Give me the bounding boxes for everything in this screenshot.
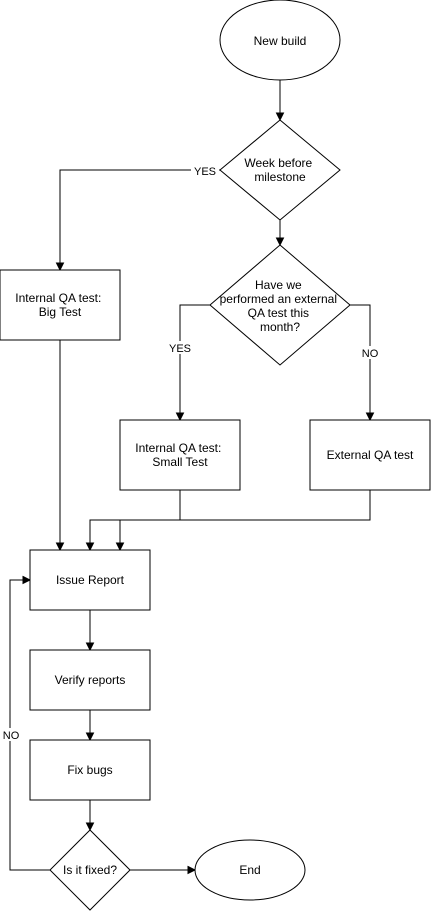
node-fix-bugs-label: Fix bugs <box>67 763 112 777</box>
node-week-before-milestone-line-1: Week before <box>244 156 312 170</box>
node-internal-small-test-line-1: Internal QA test: <box>135 441 221 455</box>
node-week-before-milestone-line-2: milestone <box>254 170 306 184</box>
edge-week-yes-to-big <box>59 169 220 264</box>
node-end: End <box>194 839 306 901</box>
arrowhead-week-yes-to-big <box>55 262 65 272</box>
node-verify-reports-label: Verify reports <box>55 673 126 687</box>
node-week-before-milestone: Week before milestone <box>219 119 341 221</box>
node-external-question: Have we performed an external QA test th… <box>209 244 351 366</box>
node-internal-big-test: Internal QA test: Big Test <box>0 269 121 341</box>
node-internal-small-test: Internal QA test: Small Test <box>119 419 241 491</box>
node-internal-small-test-line-2: Small Test <box>152 455 208 469</box>
edge-label-week-yes: YES <box>194 166 216 178</box>
node-internal-big-test-label: Internal QA test: Big Test <box>15 291 104 319</box>
node-is-it-fixed-label: Is it fixed? <box>63 863 117 877</box>
arrowhead-small-to-issue <box>85 542 95 552</box>
arrowhead-verify-to-fix <box>85 732 95 742</box>
edges <box>9 80 375 875</box>
node-external-question-line-4: month? <box>260 320 300 334</box>
edge-external-no-to-external-test <box>350 304 371 414</box>
node-verify-reports: Verify reports <box>29 649 151 711</box>
node-internal-big-test-line-2: Big Test <box>39 305 82 319</box>
arrowhead-fix-to-isfixed <box>85 822 95 832</box>
node-week-before-milestone-label: Week before milestone <box>244 156 315 184</box>
node-internal-small-test-label: Internal QA test: Small Test <box>135 441 224 469</box>
edge-label-fixed-no: NO <box>3 730 20 742</box>
node-external-question-line-2: performed an external <box>220 292 337 306</box>
node-external-qa-test: External QA test <box>309 419 431 491</box>
node-external-question-line-3: QA test this <box>248 306 309 320</box>
edge-labels: YES YES NO NO <box>1 164 381 742</box>
node-external-question-line-1: Have we <box>255 278 302 292</box>
node-new-build: New build <box>219 0 341 81</box>
node-external-qa-test-label: External QA test <box>327 448 414 462</box>
node-external-question-label: Have we performed an external QA test th… <box>220 278 341 334</box>
arrowhead-newbuild-to-week <box>275 112 285 122</box>
node-new-build-label: New build <box>254 34 307 48</box>
node-fix-bugs: Fix bugs <box>29 739 151 801</box>
arrowhead-week-to-external-question <box>275 237 285 247</box>
edge-label-external-no: NO <box>362 348 379 360</box>
edge-external-yes-to-small <box>179 304 210 414</box>
node-internal-big-test-line-1: Internal QA test: <box>15 291 101 305</box>
arrowhead-external-test-to-issue <box>115 542 125 552</box>
node-is-it-fixed: Is it fixed? <box>49 829 131 911</box>
edge-external-test-to-issue <box>119 490 371 544</box>
edge-label-external-yes: YES <box>169 343 191 355</box>
arrowhead-big-to-issue <box>55 542 65 552</box>
edge-isfixed-no-to-issue <box>9 579 50 871</box>
edge-small-to-issue <box>89 490 181 544</box>
arrowhead-external-no-to-external-test <box>365 412 375 422</box>
node-end-label: End <box>239 863 260 877</box>
node-issue-report-label: Issue Report <box>56 573 125 587</box>
arrowhead-issue-to-verify <box>85 642 95 652</box>
arrowhead-isfixed-to-end <box>187 865 197 875</box>
arrowhead-isfixed-no-to-issue <box>22 575 32 585</box>
arrowhead-external-yes-to-small <box>175 412 185 422</box>
node-issue-report: Issue Report <box>29 549 151 611</box>
